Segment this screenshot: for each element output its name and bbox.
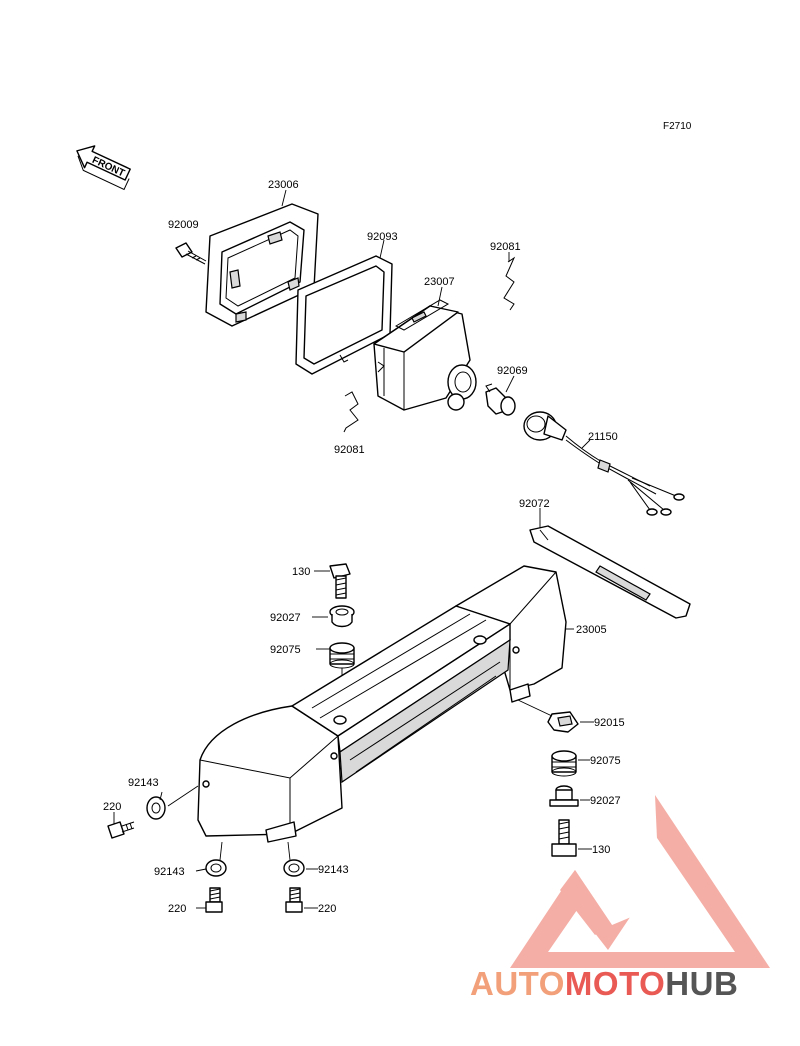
label-220-left: 220 xyxy=(103,801,121,813)
bulb-92069 xyxy=(485,383,516,416)
screw-220-left xyxy=(107,821,135,839)
label-92027-top: 92027 xyxy=(270,612,301,624)
clip-92081-bottom xyxy=(343,391,359,433)
label-92143-bottom-left: 92143 xyxy=(154,866,185,878)
watermark-text: AUTOMOTOHUB xyxy=(470,965,738,1002)
damper-92075-right xyxy=(551,750,577,777)
collar-92027-right xyxy=(549,785,579,807)
grommet-92143-bottom-left xyxy=(205,859,227,877)
label-92093: 92093 xyxy=(367,231,398,243)
bolt-130-right xyxy=(551,819,577,857)
watermark-text-moto: MOTO xyxy=(565,965,665,1002)
label-220-bottom-right: 220 xyxy=(318,903,336,915)
bezel-frame-23006 xyxy=(205,203,319,327)
gasket-92093 xyxy=(295,255,393,375)
label-130-right: 130 xyxy=(592,844,610,856)
label-92075-right: 92075 xyxy=(590,755,621,767)
damper-92075-top xyxy=(329,642,355,669)
watermark-logo xyxy=(510,795,770,968)
figure-ref: F2710 xyxy=(663,121,692,132)
socket-21150 xyxy=(523,411,685,516)
label-130-top: 130 xyxy=(292,566,310,578)
label-220-bottom-left: 220 xyxy=(168,903,186,915)
label-23005: 23005 xyxy=(576,624,607,636)
label-92069: 92069 xyxy=(497,365,528,377)
label-92015: 92015 xyxy=(594,717,625,729)
label-92143-bottom-right: 92143 xyxy=(318,864,349,876)
headlight-housing-23007 xyxy=(373,299,477,411)
nut-92015 xyxy=(547,711,579,733)
strap-92072 xyxy=(529,525,691,619)
label-92009: 92009 xyxy=(168,219,199,231)
screw-220-bottom-right xyxy=(285,887,303,913)
label-92075-top: 92075 xyxy=(270,644,301,656)
collar-92027-top xyxy=(329,605,355,628)
label-23007: 23007 xyxy=(424,276,455,288)
grommet-92143-bottom-right xyxy=(283,859,305,877)
bracket-23005 xyxy=(197,565,567,843)
screw-220-bottom-left xyxy=(205,887,223,913)
label-21150: 21150 xyxy=(588,431,618,443)
label-92143-left: 92143 xyxy=(128,777,159,789)
watermark-text-hub: HUB xyxy=(665,965,738,1002)
front-arrow-icon: FRONT xyxy=(76,145,131,191)
label-23006: 23006 xyxy=(268,179,299,191)
label-92081-top: 92081 xyxy=(490,241,521,253)
watermark-triangle-inner xyxy=(548,835,735,952)
watermark-text-auto: AUTO xyxy=(470,965,565,1002)
label-92072: 92072 xyxy=(519,498,550,510)
screw-92009 xyxy=(175,242,207,265)
label-92027-right: 92027 xyxy=(590,795,621,807)
grommet-92143-left xyxy=(146,796,166,820)
label-92081-bottom: 92081 xyxy=(334,444,365,456)
watermark-triangle-cut xyxy=(560,870,612,935)
bolt-130-top xyxy=(329,563,351,599)
clip-92081-top xyxy=(503,256,516,311)
